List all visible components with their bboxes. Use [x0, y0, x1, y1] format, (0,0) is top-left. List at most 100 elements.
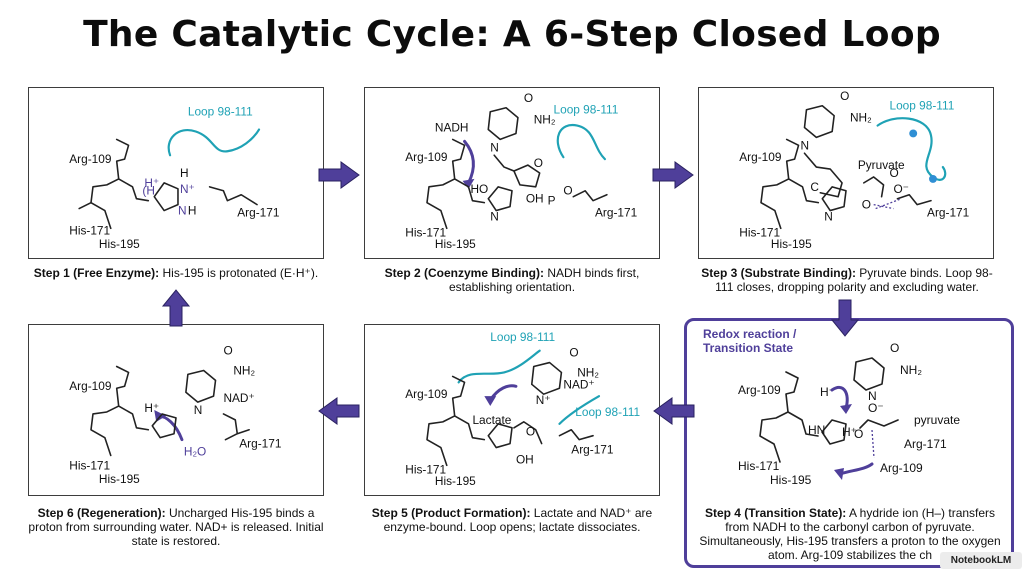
his195-label: His-195	[435, 237, 476, 251]
step-6-caption: Step 6 (Regeneration): Uncharged His-195…	[28, 506, 324, 548]
page-title: The Catalytic Cycle: A 6-Step Closed Loo…	[83, 14, 941, 55]
his171-label: His-171	[405, 462, 446, 476]
svg-text:O⁻: O⁻	[893, 182, 908, 196]
svg-text:N: N	[868, 389, 877, 403]
loop-label: Loop 98-111	[188, 105, 253, 119]
his195-label: His-195	[770, 473, 812, 487]
svg-text:H: H	[188, 204, 197, 218]
proton-arrow	[156, 414, 184, 442]
svg-text:N: N	[824, 209, 833, 223]
arg171-label: Arg-171	[927, 205, 970, 219]
arrow-step1-to-step2	[318, 161, 360, 189]
nadh-label: NADH	[435, 120, 469, 134]
water-molecule	[909, 129, 918, 138]
arg171-label: Arg-171	[237, 205, 280, 219]
svg-text:O: O	[563, 184, 572, 198]
arrow-step2-to-step3	[652, 161, 694, 189]
arrow-step4-to-step5	[653, 397, 695, 425]
loop-98-111-curve	[167, 128, 261, 157]
svg-text:N⁺: N⁺	[180, 182, 195, 196]
arg109-label: Arg-109	[69, 379, 112, 393]
svg-text:O: O	[862, 198, 871, 212]
svg-text:NH₂: NH₂	[534, 113, 556, 127]
proton-arrow	[838, 462, 874, 476]
step-4-caption: Step 4 (Transition State): A hydride ion…	[699, 506, 1001, 562]
paren-h-label: (H	[142, 184, 155, 198]
pyruvate-label: pyruvate	[914, 413, 960, 427]
step-5-caption: Step 5 (Product Formation): Lactate and …	[371, 506, 653, 534]
notebooklm-badge: NotebookLM	[940, 552, 1022, 569]
svg-text:H⁻: H⁻	[820, 385, 835, 399]
arg171-label: Arg-171	[904, 437, 947, 451]
his195-label: His-195	[99, 237, 140, 251]
svg-text:O⁻: O⁻	[868, 401, 884, 415]
step-2-diagram: Loop 98-111 NADH O NH₂ N O HO OH P O Arg…	[405, 91, 638, 251]
his171-label: His-171	[739, 225, 780, 239]
step-1-panel: Loop 98-111 Arg-109 (H H⁺ N⁺ N H H Arg-1…	[28, 87, 324, 259]
arg109-label: Arg-109	[405, 150, 448, 164]
his171-label: His-171	[405, 225, 446, 239]
svg-text:O: O	[840, 89, 849, 103]
svg-text:O: O	[534, 156, 543, 170]
step-6-panel: O NH₂ NAD⁺ N H⁺ H₂O Arg-171 Arg-109 His-…	[28, 324, 324, 496]
step-2-caption: Step 2 (Coenzyme Binding): NADH binds fi…	[384, 266, 640, 294]
svg-text:O: O	[569, 346, 578, 360]
arg109-label: Arg-109	[69, 152, 112, 166]
arrow-step6-to-step1	[161, 289, 191, 327]
arg109-label: Arg-109	[738, 383, 781, 397]
svg-text:OH: OH	[526, 192, 544, 206]
step-3-diagram: Loop 98-111 O NH₂ N C Pyruvate O O⁻ O Ar…	[739, 89, 970, 251]
nad-label: NAD⁺	[223, 391, 254, 405]
svg-text:NH₂: NH₂	[850, 111, 872, 125]
svg-text:N: N	[490, 140, 499, 154]
svg-text:O: O	[526, 425, 535, 439]
svg-text:H⁺: H⁺	[144, 176, 159, 190]
step-2-panel: Loop 98-111 NADH O NH₂ N O HO OH P O Arg…	[364, 87, 660, 259]
loop-98-111-curve	[876, 117, 947, 181]
arg109-label-b: Arg-109	[880, 461, 923, 475]
hydride-arrow	[830, 385, 849, 410]
svg-text:N: N	[194, 403, 203, 417]
step-3-panel: Loop 98-111 O NH₂ N C Pyruvate O O⁻ O Ar…	[698, 87, 994, 259]
loop-label-2: Loop 98-111	[575, 405, 640, 419]
his195-label: His-195	[435, 474, 476, 488]
svg-text:NH₂: NH₂	[900, 363, 922, 377]
step-1-caption: Step 1 (Free Enzyme): His-195 is protona…	[33, 266, 319, 280]
svg-text:O: O	[524, 91, 533, 105]
his171-label: His-171	[69, 223, 110, 237]
svg-text:HN: HN	[808, 423, 825, 437]
redox-label: Redox reaction / Transition State	[703, 327, 797, 355]
lactate-label: Lactate	[472, 413, 511, 427]
arg171-label: Arg-171	[571, 442, 614, 456]
water-molecule	[929, 174, 937, 183]
loop-label: Loop 98-111	[490, 330, 555, 344]
step-4-diagram: O NH₂ N O⁻ H⁻ O H⁺ pyruvate Arg-171 Arg-…	[738, 341, 960, 487]
step-6-diagram: O NH₂ NAD⁺ N H⁺ H₂O Arg-171 Arg-109 His-…	[69, 344, 282, 486]
arrow-step5-to-step6	[318, 397, 360, 425]
arg109-label: Arg-109	[739, 150, 782, 164]
svg-text:C: C	[810, 180, 819, 194]
svg-text:P: P	[548, 194, 556, 208]
step-5-diagram: Loop 98-111 Loop 98-111 O NH₂ N⁺ NAD⁺ La…	[405, 330, 640, 488]
svg-text:H: H	[180, 166, 189, 180]
svg-text:N: N	[490, 209, 499, 223]
svg-text:HO: HO	[470, 182, 488, 196]
step-1-diagram: Loop 98-111 Arg-109 (H H⁺ N⁺ N H H Arg-1…	[69, 105, 280, 251]
loop-98-111-curve	[457, 349, 541, 384]
svg-text:OH: OH	[516, 452, 534, 466]
svg-text:NH₂: NH₂	[577, 365, 599, 379]
svg-text:O: O	[890, 341, 899, 355]
his171-label: His-171	[69, 458, 110, 472]
nad-label: NAD⁺	[563, 377, 594, 391]
arg171-label: Arg-171	[595, 205, 638, 219]
arg171-label: Arg-171	[239, 437, 282, 451]
his195-label: His-195	[771, 237, 812, 251]
arrow-step3-to-step4	[830, 299, 860, 337]
step-5-panel: Loop 98-111 Loop 98-111 O NH₂ N⁺ NAD⁺ La…	[364, 324, 660, 496]
step-4-panel: O NH₂ N O⁻ H⁻ O H⁺ pyruvate Arg-171 Arg-…	[698, 324, 994, 496]
step-3-caption: Step 3 (Substrate Binding): Pyruvate bin…	[701, 266, 993, 294]
loop-label: Loop 98-111	[554, 103, 619, 117]
svg-text:N: N	[801, 138, 810, 152]
svg-text:N: N	[178, 204, 187, 218]
loop-label: Loop 98-111	[889, 99, 954, 113]
